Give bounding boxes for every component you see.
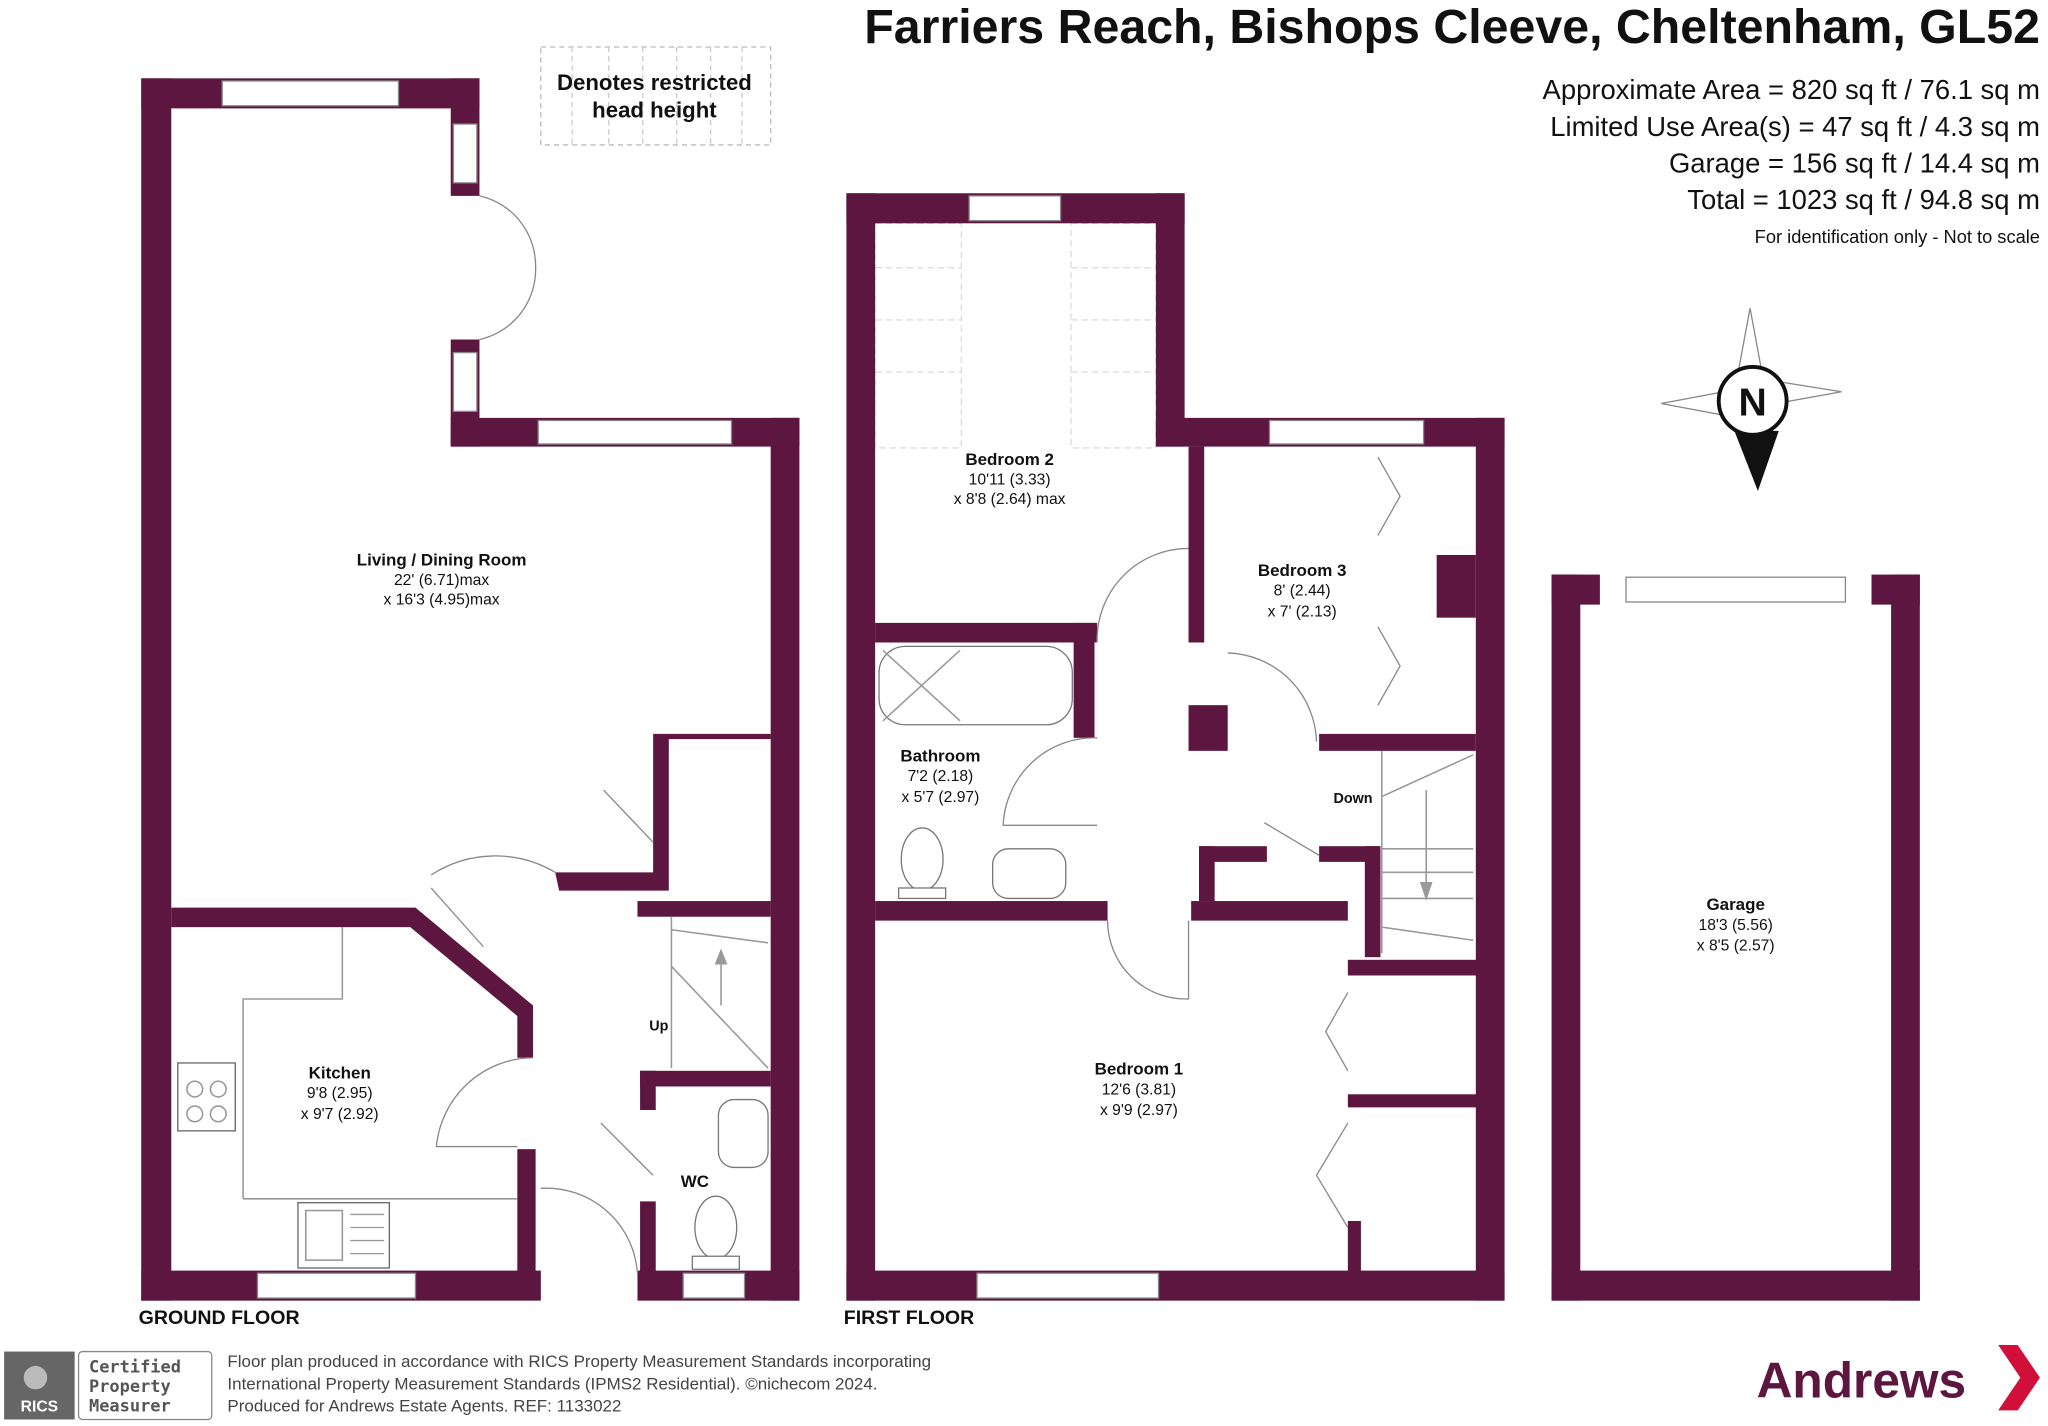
hob-icon	[177, 1062, 236, 1132]
bath-icon	[878, 645, 1073, 726]
ground-floor-label: GROUND FLOOR	[139, 1307, 300, 1329]
legend-line1: Denotes restricted	[557, 70, 752, 95]
restricted-height-legend: Denotes restricted head height	[540, 46, 772, 146]
disclaimer: For identification only - Not to scale	[1755, 226, 2040, 247]
toilet-icon	[691, 1195, 740, 1270]
badge-line1: Certified	[89, 1357, 181, 1377]
wc-label: WC	[681, 1172, 709, 1191]
stairs-up-label: Up	[649, 1018, 668, 1034]
rics-logo-text: RICS	[21, 1399, 58, 1416]
bedroom1-dim2: x 9'9 (2.97)	[1100, 1102, 1178, 1119]
footer-line1: Floor plan produced in accordance with R…	[227, 1352, 931, 1371]
garage-dim2: x 8'5 (2.57)	[1697, 938, 1775, 955]
bedroom1-label: Bedroom 1	[1095, 1060, 1184, 1079]
approx-area: Approximate Area = 820 sq ft / 76.1 sq m	[1543, 74, 2040, 105]
rics-badge: RICS Certified Property Measurer	[4, 1350, 213, 1421]
basin-icon	[992, 848, 1067, 900]
property-title: Farriers Reach, Bishops Cleeve, Cheltenh…	[864, 0, 2040, 54]
bathroom-dim2: x 5'7 (2.97)	[902, 789, 980, 806]
bedroom3-label: Bedroom 3	[1258, 561, 1347, 580]
footer-line3: Produced for Andrews Estate Agents. REF:…	[227, 1397, 621, 1416]
garage-label: Garage	[1706, 895, 1764, 914]
bedroom3-dim2: x 7' (2.13)	[1268, 603, 1337, 620]
kitchen-dim2: x 9'7 (2.92)	[301, 1106, 379, 1123]
badge-line3: Measurer	[89, 1397, 171, 1417]
toilet-icon	[897, 827, 947, 900]
total-area: Total = 1023 sq ft / 94.8 sq m	[1687, 184, 2040, 215]
bathroom-label: Bathroom	[900, 746, 980, 765]
garage-plan: Garage 18'3 (5.56) x 8'5 (2.57)	[1551, 574, 1920, 1301]
limited-area: Limited Use Area(s) = 47 sq ft / 4.3 sq …	[1550, 111, 2040, 142]
bedroom2-label: Bedroom 2	[965, 450, 1054, 469]
bedroom3-dim1: 8' (2.44)	[1274, 582, 1331, 599]
bedroom2-dim2: x 8'8 (2.64) max	[954, 491, 1066, 508]
living-room-dim1: 22' (6.71)max	[394, 572, 489, 589]
garage-dim1: 18'3 (5.56)	[1699, 917, 1773, 934]
kitchen-dim1: 9'8 (2.95)	[307, 1085, 373, 1102]
legend-line2: head height	[592, 98, 717, 123]
brand-name: Andrews	[1757, 1352, 1967, 1408]
living-room-label: Living / Dining Room	[357, 550, 527, 569]
bedroom1-dim1: 12'6 (3.81)	[1102, 1081, 1176, 1098]
badge-line2: Property	[89, 1377, 171, 1397]
wc-basin-icon	[717, 1098, 769, 1169]
kitchen-label: Kitchen	[309, 1064, 371, 1083]
compass-north: N	[1739, 381, 1767, 424]
bedroom2-dim1: 10'11 (3.33)	[969, 471, 1051, 488]
first-floor-label: FIRST FLOOR	[844, 1307, 975, 1329]
ground-floor-plan: Up Living / Dining Room 22' (6.71)max x …	[139, 78, 800, 1329]
stairs-down-label: Down	[1333, 791, 1372, 807]
garage-area: Garage = 156 sq ft / 14.4 sq m	[1669, 147, 2040, 178]
sink-icon	[297, 1202, 391, 1269]
compass-icon: N	[1661, 308, 1842, 492]
first-floor-plan: Down Bedroom 2 10'11 (3.33) x 8'8 (2.64)…	[844, 193, 1505, 1329]
footer-line2: International Property Measurement Stand…	[227, 1374, 877, 1393]
living-room-dim2: x 16'3 (4.95)max	[384, 592, 500, 609]
andrews-logo: Andrews	[1757, 1345, 2040, 1411]
bathroom-dim1: 7'2 (2.18)	[908, 768, 974, 785]
